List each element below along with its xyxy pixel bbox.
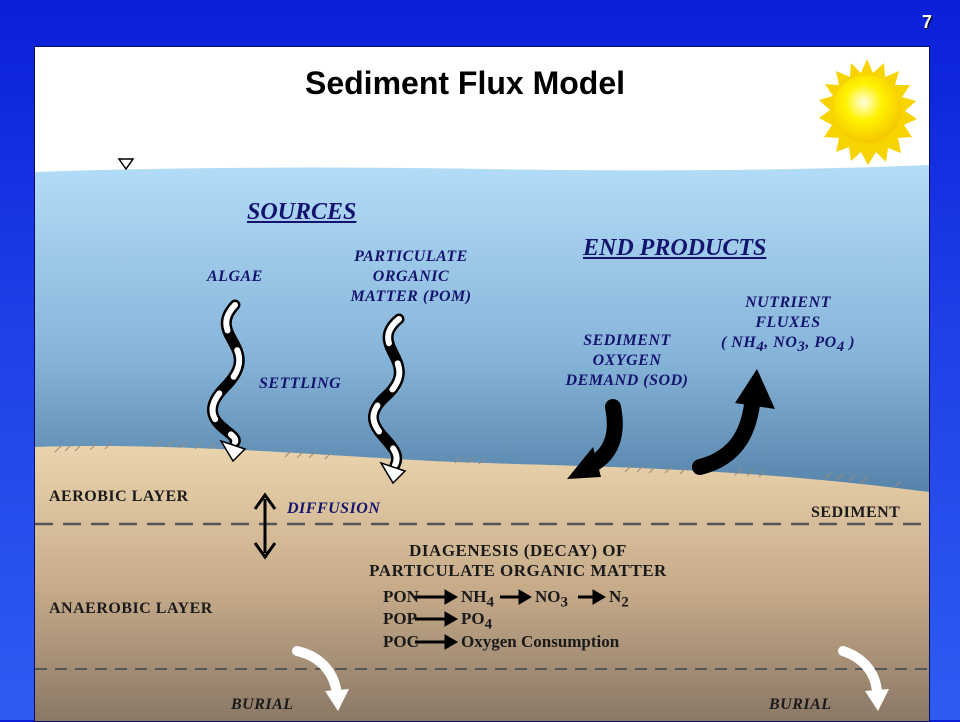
sod-label-line2: OXYGEN [592, 352, 662, 369]
sediment-bed [35, 445, 929, 721]
page-title: Sediment Flux Model [304, 65, 626, 101]
diagram-graphics [35, 59, 929, 721]
end-products-heading: END PRODUCTS [583, 235, 767, 261]
algae-label: ALGAE [207, 268, 263, 285]
reaction-row-pon: PON [383, 587, 419, 606]
nutrient-species: ( NH4, NO3, PO4 ) [720, 334, 856, 356]
sod-arrow-icon [567, 399, 623, 479]
burial-label-left: BURIAL [231, 696, 294, 713]
pom-label-line2: ORGANIC [372, 268, 450, 285]
sources-heading: SOURCES [247, 199, 357, 225]
sediment-label: SEDIMENT [811, 504, 901, 521]
diffusion-arrow-icon [253, 492, 277, 560]
reaction-po4: PO4 [461, 609, 493, 633]
pom-label-line1: PARTICULATE [354, 248, 468, 265]
pom-label-line3: MATTER (POM) [350, 288, 472, 305]
sod-label-line3: DEMAND (SOD) [565, 372, 689, 389]
reaction-nh4: NH4 [461, 587, 494, 611]
pom-label: PARTICULATE ORGANIC MATTER (POM) [321, 247, 501, 307]
settling-arrow-pom-icon [368, 313, 407, 485]
sun-icon [819, 59, 917, 165]
reaction-no3: NO3 [535, 587, 568, 611]
slide-number: 7 [921, 12, 932, 32]
reaction-n2: N2 [609, 587, 629, 611]
arrow-poc-oxygen-icon [415, 634, 458, 650]
settling-arrow-algae-icon [207, 299, 247, 463]
nutrient-flux-arrow-icon [692, 369, 775, 475]
aerobic-layer-label: AEROBIC LAYER [49, 488, 189, 505]
sediment-texture [54, 440, 902, 488]
reaction-row-poc: POC [383, 632, 419, 651]
diffusion-label: DIFFUSION [287, 500, 381, 517]
diagram-panel: Sediment Flux Model SOURCES ALGAE PARTIC… [34, 46, 930, 722]
reaction-row-pop: POP [383, 609, 417, 628]
sod-label: SEDIMENT OXYGEN DEMAND (SOD) [547, 331, 707, 391]
settling-label: SETTLING [259, 375, 342, 392]
water-body [35, 165, 929, 517]
sod-label-line1: SEDIMENT [583, 332, 671, 349]
nutrient-label-line1: NUTRIENT [745, 294, 831, 311]
arrow-pop-po4-icon [415, 611, 458, 627]
reaction-arrows [415, 589, 606, 650]
arrow-no3-n2-icon [578, 589, 606, 605]
burial-arrow-right-icon [838, 646, 889, 711]
burial-arrow-left-icon [292, 646, 349, 711]
reaction-oxygen: Oxygen Consumption [461, 632, 620, 651]
burial-label-right: BURIAL [769, 696, 832, 713]
diagenesis-line2: PARTICULATE ORGANIC MATTER [369, 561, 667, 580]
diagenesis-title: DIAGENESIS (DECAY) OF PARTICULATE ORGANI… [353, 541, 683, 581]
anaerobic-layer-label: ANAEROBIC LAYER [49, 600, 213, 617]
arrow-pon-nh4-icon [415, 589, 458, 605]
diagenesis-line1: DIAGENESIS (DECAY) OF [409, 541, 627, 560]
arrow-nh4-no3-icon [500, 589, 532, 605]
water-surface-marker-icon [117, 158, 135, 171]
nutrient-flux-label: NUTRIENT FLUXES ( NH4, NO3, PO4 ) [695, 293, 881, 357]
nutrient-label-line2: FLUXES [755, 314, 821, 331]
